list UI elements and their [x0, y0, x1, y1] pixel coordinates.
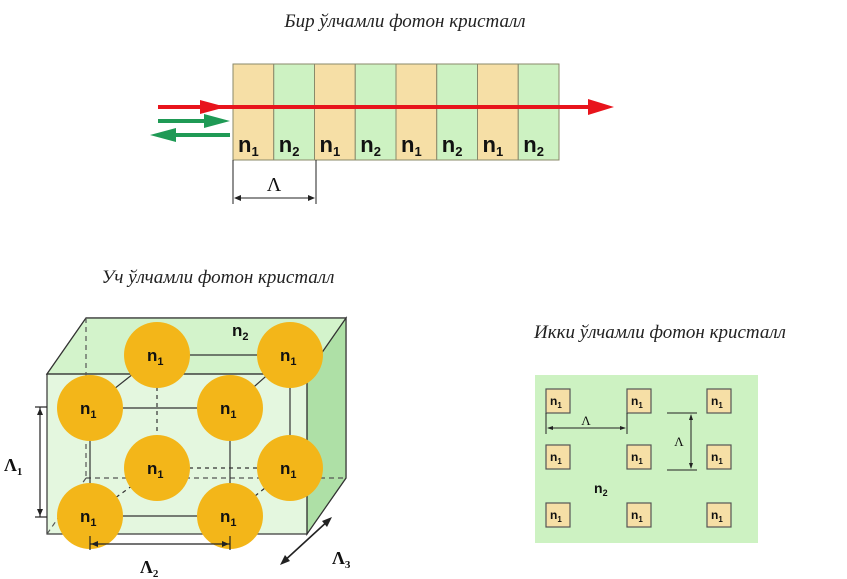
cell-label: n1: [711, 450, 723, 466]
two-d-matrix-label: n2: [594, 480, 608, 498]
title-three-d: Уч ўлчамли фотон кристалл: [102, 267, 335, 288]
sphere-n1: [197, 375, 263, 441]
one-d-period-label: Λ: [267, 174, 282, 196]
one-d-crystal: n1 n2 n1 n2 n1 n2 n1 n2: [232, 63, 560, 161]
layer-n2: [517, 63, 560, 161]
layer-label: n2: [442, 132, 463, 159]
cell-n1: [545, 502, 571, 528]
sphere-label: n1: [280, 346, 297, 368]
cell-label: n1: [631, 450, 643, 466]
layer-label: n1: [238, 132, 259, 159]
layer-n1: [477, 63, 519, 161]
cell-n1: [626, 502, 652, 528]
cell-n1: [706, 502, 732, 528]
cell-label: n1: [711, 394, 723, 410]
sphere-n1: [57, 483, 123, 549]
cell-label: n1: [631, 394, 643, 410]
incident-arrow-head: [588, 99, 614, 115]
cell-label: n1: [631, 508, 643, 524]
layer-label: n1: [483, 132, 504, 159]
layer-label: n2: [360, 132, 381, 159]
title-two-d: Икки ўлчамли фотон кристалл: [533, 322, 786, 343]
lambda2-label: Λ2: [140, 557, 159, 579]
layer-label: n2: [523, 132, 544, 159]
cell-n1: [706, 444, 732, 470]
sphere-label: n1: [147, 459, 164, 481]
one-d-period-marker: Λ: [232, 160, 317, 204]
two-d-lambda-v-label: Λ: [674, 434, 684, 449]
reflected-arrow-head-2: [150, 128, 176, 142]
three-d-matrix-label: n2: [232, 321, 249, 343]
cell-label: n1: [711, 508, 723, 524]
cell-n1: [626, 388, 652, 414]
layer-n1: [314, 63, 356, 161]
lambda1-label: Λ1: [4, 455, 22, 478]
sphere-n1: [197, 483, 263, 549]
sphere-label: n1: [80, 507, 97, 529]
reflected-arrow-head-1: [204, 114, 230, 128]
cell-n1: [706, 388, 732, 414]
sphere-label: n1: [147, 346, 164, 368]
sphere-label: n1: [280, 459, 297, 481]
sphere-label: n1: [220, 399, 237, 421]
sphere-label: n1: [220, 507, 237, 529]
sphere-n1: [124, 322, 190, 388]
layer-n1: [232, 63, 275, 161]
layer-label: n1: [401, 132, 422, 159]
cell-n1: [545, 444, 571, 470]
lambda1-marker: Λ1: [4, 406, 47, 518]
three-d-spheres: n1 n1 n1 n1 n1 n1 n1 n1: [57, 322, 323, 549]
lambda2-marker: Λ2: [89, 536, 231, 579]
title-one-d: Бир ўлчамли фотон кристалл: [283, 11, 525, 32]
cell-label: n1: [550, 450, 562, 466]
sphere-n1: [57, 375, 123, 441]
incident-arrow-head-entry: [200, 100, 226, 114]
sphere-n1: [257, 435, 323, 501]
layer-label: n1: [320, 132, 341, 159]
cell-n1: [545, 388, 571, 414]
two-d-cells: n1 n1 n1 n1 n1 n1 n1 n1 n1: [545, 388, 732, 528]
layer-n2: [273, 63, 315, 161]
lambda3-marker: Λ3: [280, 517, 351, 571]
layer-n2: [354, 63, 397, 161]
cell-label: n1: [550, 394, 562, 410]
two-d-lambda-h-marker: Λ: [545, 413, 628, 434]
layer-label: n2: [279, 132, 300, 159]
cell-label: n1: [550, 508, 562, 524]
sphere-n1: [257, 322, 323, 388]
two-d-lambda-h-label: Λ: [581, 413, 591, 428]
sphere-n1: [124, 435, 190, 501]
layer-n2: [436, 63, 478, 161]
two-d-lambda-v-marker: Λ: [667, 412, 697, 471]
cell-n1: [626, 444, 652, 470]
sphere-label: n1: [80, 399, 97, 421]
lambda3-label: Λ3: [332, 548, 351, 571]
